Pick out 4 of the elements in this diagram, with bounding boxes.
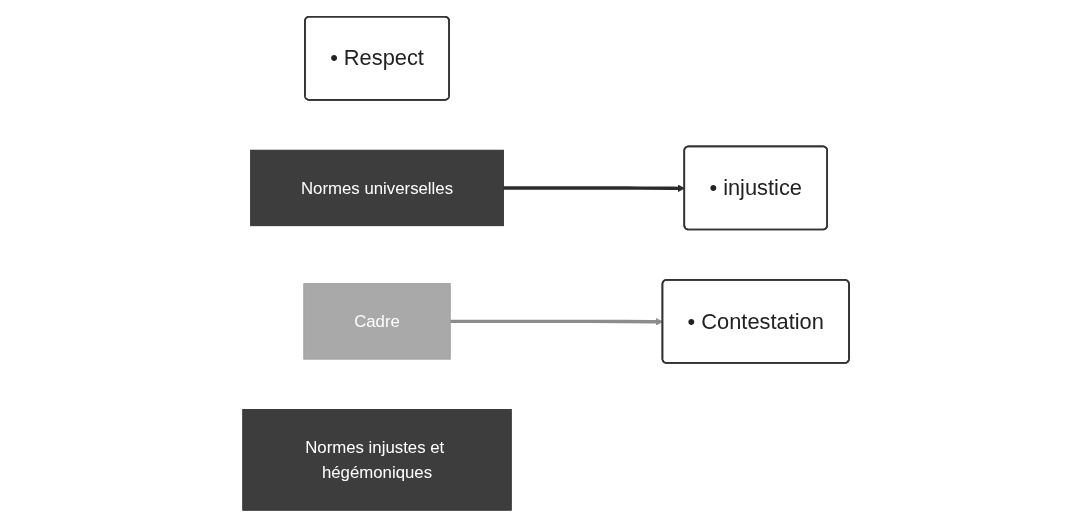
arrow (449, 318, 663, 326)
node-box: Cadre (303, 283, 451, 360)
node-box: Normes injustes et hégémoniques (241, 409, 512, 511)
node-box: Normes universelles (249, 149, 504, 227)
